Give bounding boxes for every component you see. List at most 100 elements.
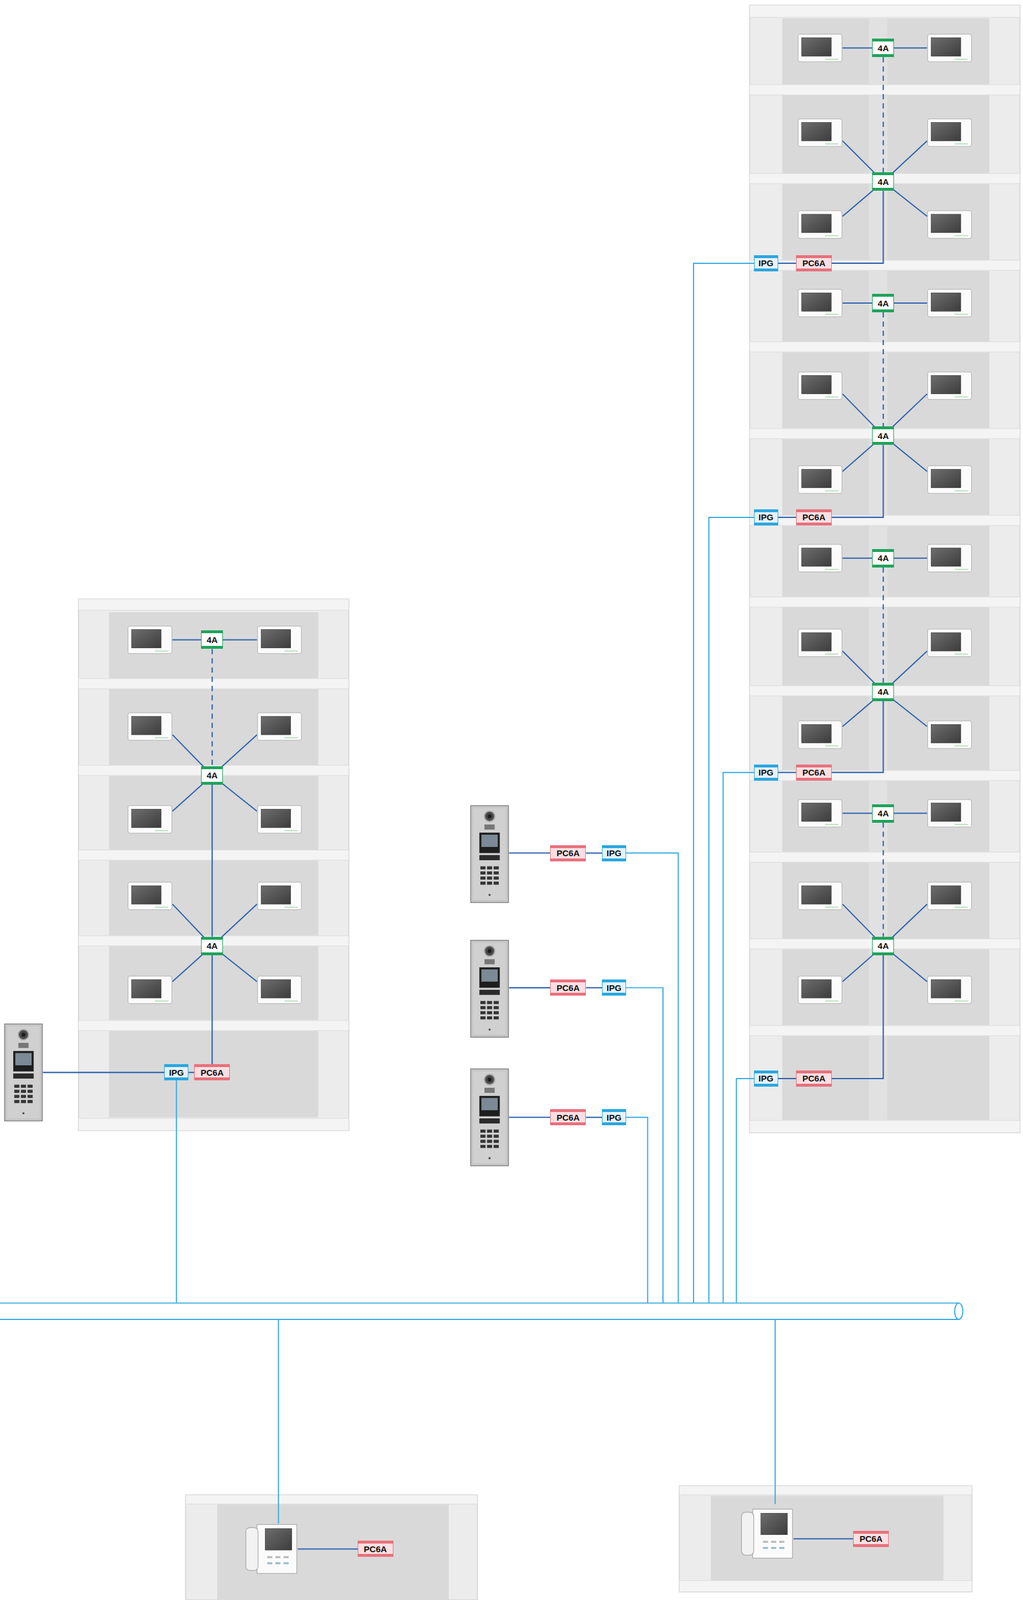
handset-monitors <box>245 1508 793 1574</box>
building-shell <box>679 1485 972 1592</box>
node-label: PC6A <box>556 848 580 858</box>
power-supply-box: PC6A <box>796 764 832 781</box>
node-label: IPG <box>758 258 774 268</box>
node-label: IPG <box>758 1073 774 1083</box>
distributor-box: 4A <box>872 804 894 823</box>
node-label: PC6A <box>556 983 580 992</box>
indoor-monitor <box>798 289 843 317</box>
node-label: 4A <box>877 431 889 441</box>
connector-line <box>882 312 884 427</box>
distributor-box: 4A <box>872 293 894 313</box>
indoor-monitor <box>927 33 972 62</box>
indoor-monitor <box>927 799 972 828</box>
power-supply-box: PC6A <box>853 1530 889 1547</box>
bus-line <box>0 1302 959 1304</box>
node-label: 4A <box>206 635 218 644</box>
network-wires <box>0 263 964 1523</box>
power-supply-box: PC6A <box>796 509 832 526</box>
apartment-left <box>185 1494 477 1600</box>
connector-line <box>778 771 797 774</box>
bus-wires <box>42 47 927 1549</box>
network-wire <box>774 1319 776 1504</box>
gateway-box: IPG <box>164 1063 189 1081</box>
node-label: PC6A <box>364 1544 388 1553</box>
node-label: IPG <box>758 512 774 522</box>
gateway-box: IPG <box>601 1108 627 1125</box>
node-label: 4A <box>877 553 889 563</box>
node-label: 4A <box>877 43 889 53</box>
node-label: 4A <box>877 298 889 308</box>
gateway-box: IPG <box>754 1070 779 1087</box>
indoor-monitor <box>927 210 972 239</box>
indoor-monitor <box>798 881 843 910</box>
connector-line <box>882 822 884 937</box>
indoor-monitor <box>927 372 972 400</box>
connector-line <box>211 955 213 1065</box>
node-label: 4A <box>877 808 889 818</box>
connector-line <box>778 1077 797 1079</box>
node-label: 4A <box>877 941 889 950</box>
distributor-box: 4A <box>201 936 223 956</box>
network-wire <box>614 1116 648 1303</box>
indoor-monitor <box>798 544 843 572</box>
distributor-box: 4A <box>201 766 223 785</box>
building-shell <box>78 599 349 1131</box>
node-label: PC6A <box>200 1067 224 1077</box>
node-label: PC6A <box>802 512 826 522</box>
indoor-monitor <box>257 975 302 1004</box>
indoor-monitor <box>798 629 843 657</box>
door-station <box>470 805 509 903</box>
floor-slab <box>185 1494 477 1504</box>
indoor-monitor <box>257 805 302 833</box>
door-station <box>4 1023 43 1121</box>
indoor-monitor <box>798 118 843 147</box>
power-supply-box: PC6A <box>550 979 586 996</box>
connector-line <box>831 190 884 264</box>
connector-line <box>778 516 797 518</box>
connector-line <box>188 1071 195 1073</box>
network-wire <box>722 772 766 1303</box>
distributor-box: 4A <box>201 630 223 649</box>
power-supply-box: PC6A <box>194 1063 230 1081</box>
indoor-monitor <box>798 33 843 62</box>
network-wire <box>736 1078 766 1303</box>
floor-slabs <box>749 5 1020 1133</box>
network-wire <box>277 1319 279 1523</box>
indoor-monitor <box>798 210 843 239</box>
building-core <box>710 1495 944 1582</box>
connector-line <box>585 852 602 854</box>
indoor-monitor <box>927 118 972 147</box>
node-label: 4A <box>877 687 889 696</box>
indoor-monitor <box>927 720 972 749</box>
node-label: PC6A <box>556 1112 580 1122</box>
network-wire <box>709 517 767 1303</box>
indoor-monitors <box>127 33 972 1003</box>
network-wire <box>614 853 679 1303</box>
power-supply-box: PC6A <box>357 1540 394 1557</box>
node-label: PC6A <box>802 767 826 777</box>
distributor-box: 4A <box>872 38 894 58</box>
gateway-box: IPG <box>754 764 779 781</box>
indoor-monitor <box>127 712 172 741</box>
indoor-monitor <box>927 629 972 657</box>
distributor-box: 4A <box>872 426 894 445</box>
building-shell <box>749 5 1020 1133</box>
door-stations <box>4 805 509 1166</box>
connector-line <box>831 701 884 773</box>
gateway-box: IPG <box>754 509 779 526</box>
power-supply-box: PC6A <box>796 255 832 272</box>
indoor-monitor <box>798 975 843 1004</box>
connector-line <box>778 262 797 264</box>
node-label: 4A <box>877 177 889 187</box>
node-label: IPG <box>606 1112 622 1122</box>
handset-monitor <box>245 1524 298 1574</box>
indoor-monitor <box>927 465 972 494</box>
indoor-monitor <box>927 289 972 317</box>
distributor-box: 4A <box>872 172 894 191</box>
distributor-box: 4A <box>872 548 894 568</box>
node-label: PC6A <box>802 258 826 268</box>
connector-line <box>211 648 213 767</box>
indoor-monitor <box>257 626 302 654</box>
